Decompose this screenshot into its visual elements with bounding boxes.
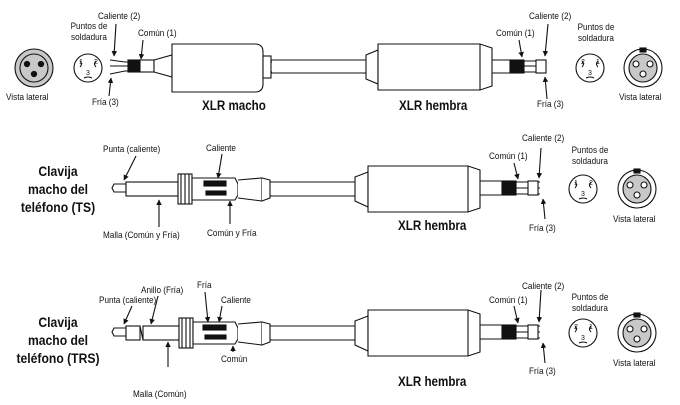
pin-number: 2 [581,59,585,66]
cable-row1 [271,59,366,74]
trs-plug-connector [111,317,271,349]
xlr-female-wires-row1 [509,59,547,74]
label-solder-left: Puntos de soldadura [70,21,108,43]
plug-title-trs: Clavija macho del teléfono (TRS) [16,315,100,366]
label-side-view-left: Vista lateral [6,92,49,103]
label-common-row2: Común (1) [489,151,528,162]
label-hot-trs: Caliente [221,295,251,306]
label-side-view-right: Vista lateral [619,92,662,103]
label-side-view-row3: Vista lateral [613,358,656,369]
label-hot-row2: Caliente (2) [522,133,565,144]
label-cold-row2: Fría (3) [529,223,556,234]
label-tip-hot-ts: Punta (caliente) [103,144,161,155]
xlr-male-connector [153,43,272,93]
connector-title-xlr-female-1: XLR hembra [399,98,468,113]
connector-title-xlr-male: XLR macho [202,98,266,113]
label-hot-left: Caliente (2) [98,11,141,22]
label-sleeve-ts: Malla (Común y Fría) [103,230,180,241]
pin-number: 3 [86,70,90,77]
pin-number: 3 [581,335,585,342]
cable-row2 [270,181,355,197]
pin-number: 2 [94,59,98,66]
pin-number: 1 [79,59,83,66]
pin-number: 3 [588,70,592,77]
pin-number: 1 [589,324,593,331]
label-tip-hot-trs: Punta (caliente) [99,295,157,306]
label-solder-row3: Puntos de soldadura [571,292,609,314]
solder-points-right-icon [575,53,605,83]
label-common-trs: Común [221,354,248,365]
label-solder-row2: Puntos de soldadura [571,145,609,167]
xlr-end-view-row2-icon [617,168,657,209]
connector-title-xlr-female-2: XLR hembra [398,218,467,233]
label-cold-trs: Fría [197,280,212,291]
label-ring-cold-trs: Anillo (Fría) [141,285,184,296]
label-cold-right: Fría (3) [537,99,564,110]
connector-title-xlr-female-3: XLR hembra [398,374,467,389]
label-sleeve-trs: Malla (Común) [133,389,187,400]
solder-points-row2-icon [568,174,598,204]
label-solder-right: Puntos de soldadura [577,22,615,44]
pin-number: 3 [581,191,585,198]
xlr-female-connector-row3 [354,309,540,357]
label-common-row3: Común (1) [489,295,528,306]
xlr-male-end-view-icon [14,48,54,88]
xlr-male-wires [109,59,155,75]
label-side-view-row2: Vista lateral [613,214,656,225]
label-common-left: Común (1) [138,28,177,39]
label-cold-left: Fría (3) [92,97,119,108]
xlr-female-end-view-icon [623,47,663,88]
label-common-cold-ts: Común y Fría [207,228,257,239]
label-hot-right: Caliente (2) [529,11,572,22]
plug-title-ts: Clavija macho del teléfono (TS) [20,164,96,215]
xlr-female-connector-row2 [354,165,540,213]
solder-points-row3-icon [568,318,598,348]
label-hot-ts: Caliente [206,143,236,154]
pin-number: 1 [596,59,600,66]
label-cold-row3: Fría (3) [529,366,556,377]
pin-number: 2 [589,180,593,187]
pin-number: 2 [574,324,578,331]
label-common-right: Común (1) [496,28,535,39]
ts-plug-connector [111,173,271,205]
xlr-end-view-row3-icon [617,312,657,353]
label-hot-row3: Caliente (2) [522,281,565,292]
solder-points-left-icon [73,53,103,83]
cable-row3 [270,325,355,341]
xlr-female-connector-row1 [365,43,510,91]
pin-number: 1 [574,180,578,187]
